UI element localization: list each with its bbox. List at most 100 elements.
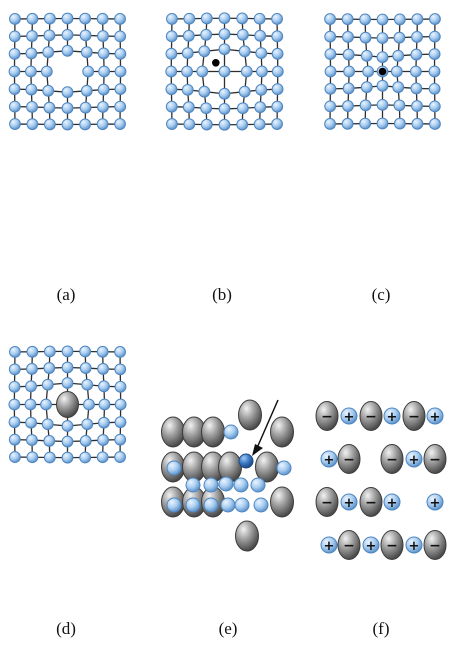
lattice-atom	[114, 47, 127, 60]
lattice-atom	[324, 65, 337, 78]
lattice-atom	[61, 86, 74, 99]
lattice-atom	[40, 65, 53, 78]
lattice-atom	[218, 65, 231, 78]
lattice-atom	[343, 65, 356, 78]
cation-sign: +	[344, 496, 355, 511]
lattice-atom	[114, 363, 127, 376]
lattice-atom	[97, 434, 109, 446]
lattice-atom	[8, 398, 21, 411]
lattice-atom	[181, 65, 193, 78]
lattice-atom	[81, 418, 94, 431]
anion	[423, 530, 447, 560]
lattice-atom	[97, 83, 110, 96]
lattice-atom	[43, 101, 56, 114]
lattice-atom	[376, 32, 389, 45]
lattice-atom	[218, 118, 231, 131]
lattice-atom	[218, 103, 231, 115]
lattice-atom	[25, 416, 37, 429]
lattice-atom	[61, 377, 74, 389]
anion	[359, 401, 383, 431]
lattice-atom	[376, 117, 389, 130]
cation	[405, 450, 423, 468]
lattice-atom	[341, 13, 354, 26]
lattice-atom	[61, 420, 74, 432]
lattice-atom	[79, 118, 92, 131]
lattice-atom	[26, 363, 38, 375]
lattice-atom	[254, 29, 267, 42]
lattice-atom	[61, 12, 74, 25]
lattice-atom	[255, 47, 268, 60]
lattice-atom	[410, 82, 423, 95]
lattice-atom	[43, 118, 56, 131]
lattice-atom	[42, 46, 55, 59]
cation-large	[270, 416, 294, 448]
lattice-atom	[165, 65, 178, 78]
panel-c-small-interstitial	[324, 13, 441, 130]
lattice-atom	[43, 435, 56, 447]
lattice-atom	[26, 30, 38, 42]
lattice-atom	[198, 45, 211, 58]
lattice-atom	[360, 49, 373, 62]
lattice-atom	[8, 433, 21, 446]
cation-large	[218, 451, 242, 483]
anion-small	[250, 477, 266, 493]
lattice-atom	[271, 47, 284, 60]
lattice-atom	[324, 100, 337, 113]
lattice-atom	[97, 101, 109, 113]
lattice-atom	[411, 100, 423, 112]
lattice-atom	[181, 83, 194, 96]
lattice-atom	[61, 28, 74, 41]
cation-sign: +	[409, 539, 420, 554]
anion	[315, 487, 339, 517]
lattice-atom	[428, 65, 441, 78]
lattice-atom	[409, 65, 422, 78]
lattice-atom	[236, 12, 249, 25]
lattice-atom	[43, 451, 56, 464]
lattice-atom	[376, 79, 389, 92]
lattice-atom	[114, 451, 126, 463]
anion	[337, 444, 361, 474]
panel-f-schottky-defect: −+−+−++−−+−−+−+++−+−+−	[315, 401, 447, 560]
lattice-atom	[8, 65, 21, 78]
lattice-atom	[166, 118, 178, 130]
lattice-atom	[98, 380, 110, 393]
lattice-atom	[26, 451, 39, 464]
caption-e: (e)	[219, 619, 238, 638]
lattice-atom	[218, 12, 231, 25]
lattice-atom	[114, 433, 127, 446]
lattice-atom	[98, 398, 111, 411]
lattice-atom	[198, 85, 211, 98]
anion-sign: −	[408, 409, 420, 425]
lattice-atom	[324, 30, 337, 43]
cation-large	[161, 416, 185, 448]
lattice-atom	[114, 13, 126, 25]
lattice-atom	[61, 345, 74, 358]
anion-small	[203, 497, 219, 513]
lattice-atom	[324, 118, 336, 130]
lattice-atom	[79, 101, 92, 114]
lattice-atom	[200, 12, 213, 25]
lattice-atom	[165, 100, 178, 113]
anion-sign: −	[365, 409, 377, 425]
anion	[423, 444, 447, 474]
lattice-atom	[25, 380, 37, 393]
lattice-atom	[411, 13, 424, 26]
lattice-atom	[271, 65, 284, 78]
lattice-atom	[218, 43, 231, 56]
lattice-atom	[9, 346, 21, 358]
lattice-atom	[96, 451, 109, 464]
lattice-atom	[165, 47, 178, 60]
anion	[359, 487, 383, 517]
lattice-atom	[43, 12, 56, 25]
lattice-atom	[8, 380, 21, 393]
cation-sign: +	[344, 410, 355, 425]
cation-sign: +	[324, 453, 335, 468]
anion	[402, 401, 426, 431]
lattice-atom	[376, 51, 389, 64]
lattice-atom	[61, 102, 74, 115]
substitutional-atom	[56, 391, 79, 418]
panel-e-frenkel-defect	[161, 399, 294, 552]
lattice-atom	[26, 345, 39, 358]
lattice-atom	[97, 47, 110, 60]
